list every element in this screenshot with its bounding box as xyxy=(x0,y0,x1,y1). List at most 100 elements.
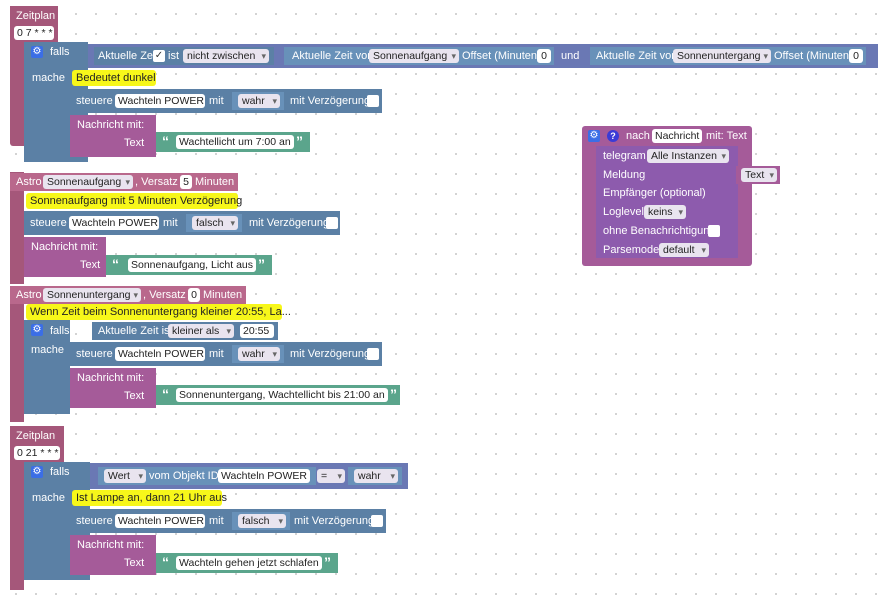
if-label: falls xyxy=(50,466,70,478)
unit-label: Minuten xyxy=(195,176,235,188)
if-label: falls xyxy=(50,46,70,58)
value-dropdown[interactable]: wahr xyxy=(238,347,280,361)
message-field-label: Meldung xyxy=(603,169,646,181)
message-block[interactable] xyxy=(70,368,156,408)
quote-icon: ” xyxy=(390,386,397,402)
recipient-label: Empfänger (optional) xyxy=(603,187,706,199)
checkbox[interactable]: ✓ xyxy=(153,50,165,62)
astro-label: Astro xyxy=(16,289,42,301)
do-label: mache xyxy=(32,72,66,84)
do-label: mache xyxy=(31,344,65,356)
offset2-label: Offset (Minuten) xyxy=(774,50,853,62)
gear-icon[interactable]: ⚙ xyxy=(31,46,43,58)
with-label: mit xyxy=(209,95,224,107)
delay-label: mit Verzögerung xyxy=(294,515,375,527)
with-text-label: mit: Text xyxy=(706,130,747,142)
text-input[interactable]: Sonnenuntergang, Wachtellicht bis 21:00 … xyxy=(176,388,388,402)
message-block[interactable] xyxy=(70,535,156,575)
is-label: ist xyxy=(168,50,179,62)
loglevel-label: Loglevel xyxy=(603,206,644,218)
from-label: vom Objekt ID xyxy=(149,470,219,482)
value-dropdown[interactable]: wahr xyxy=(238,94,280,108)
time-input[interactable]: 20:55 xyxy=(240,324,274,338)
control-label: steuere xyxy=(76,515,113,527)
object-id-field[interactable]: Wachteln POWER xyxy=(115,514,205,528)
if-label: falls xyxy=(50,325,70,337)
event-dropdown[interactable]: Sonnenaufgang xyxy=(43,175,133,189)
schedule-title: Zeitplan xyxy=(16,430,56,442)
silent-checkbox[interactable] xyxy=(708,225,720,237)
delay-checkbox[interactable] xyxy=(367,95,379,107)
with-label: mit xyxy=(209,515,224,527)
time-label: Aktuelle Zeit ist xyxy=(98,325,173,337)
object-id-field[interactable]: Wachteln POWER xyxy=(115,94,205,108)
offset-label: , Versatz xyxy=(135,176,178,188)
message-label: Nachricht mit: xyxy=(77,119,145,131)
attr-dropdown[interactable]: Wert xyxy=(104,469,146,483)
quote-icon: ” xyxy=(258,256,265,272)
offset-label: , Versatz xyxy=(143,289,186,301)
object-id-field[interactable]: Wachteln POWER xyxy=(218,469,310,483)
quote-icon: “ xyxy=(162,554,169,570)
delay-label: mit Verzögerung xyxy=(290,348,371,360)
delay-checkbox[interactable] xyxy=(326,217,338,229)
parsemode-label: Parsemode xyxy=(603,244,660,256)
operator-dropdown[interactable]: = xyxy=(317,469,345,483)
cron-field[interactable]: 0 21 * * * xyxy=(14,446,60,460)
message-block[interactable] xyxy=(70,115,156,157)
delay-checkbox[interactable] xyxy=(367,348,379,360)
sunset-dropdown[interactable]: Sonnenuntergang xyxy=(673,49,771,63)
offset-input[interactable]: 5 xyxy=(180,175,192,189)
loglevel-dropdown[interactable]: keins xyxy=(644,205,686,219)
comment-note[interactable]: Bedeutet dunkel xyxy=(72,70,156,86)
quote-icon: ” xyxy=(324,554,331,570)
control-label: steuere xyxy=(30,217,67,229)
text-label: Text xyxy=(80,259,101,271)
text-input[interactable]: Wachteln gehen jetzt schlafen xyxy=(176,556,322,570)
silent-label: ohne Benachrichtigung xyxy=(603,225,716,237)
instance-dropdown[interactable]: Alle Instanzen xyxy=(647,149,729,163)
astro-block-2[interactable] xyxy=(10,286,24,422)
object-id-field[interactable]: Wachteln POWER xyxy=(115,347,205,361)
offset-input[interactable]: 0 xyxy=(537,49,551,63)
comment-note[interactable]: Sonnenaufgang mit 5 Minuten Verzögerung xyxy=(26,193,242,209)
gear-icon[interactable]: ⚙ xyxy=(31,466,43,478)
schedule-block-2[interactable] xyxy=(10,426,24,590)
parsemode-dropdown[interactable]: default xyxy=(659,243,709,257)
sunrise-dropdown[interactable]: Sonnenaufgang xyxy=(369,49,459,63)
message-label: Nachricht mit: xyxy=(31,241,99,253)
schedule-title: Zeitplan xyxy=(16,10,56,22)
astro-block-1[interactable] xyxy=(10,172,24,284)
gear-icon[interactable]: ⚙ xyxy=(31,324,43,336)
comment-note[interactable]: Wenn Zeit beim Sonnenuntergang kleiner 2… xyxy=(26,304,291,320)
help-icon[interactable]: ? xyxy=(607,130,619,142)
cron-field[interactable]: 0 7 * * * xyxy=(14,26,54,40)
delay-checkbox[interactable] xyxy=(371,515,383,527)
telegram-block[interactable] xyxy=(596,146,738,258)
value-dropdown[interactable]: falsch xyxy=(192,216,238,230)
sunset-prefix: Aktuelle Zeit von xyxy=(596,50,678,62)
message-block[interactable] xyxy=(24,237,106,277)
operator-dropdown[interactable]: nicht zwischen xyxy=(183,49,269,63)
offset-label: Offset (Minuten) xyxy=(462,50,541,62)
operator-dropdown[interactable]: kleiner als xyxy=(168,324,234,338)
comment-note[interactable]: Ist Lampe an, dann 21 Uhr aus xyxy=(72,490,227,506)
offset-input[interactable]: 0 xyxy=(188,288,200,302)
do-label: mache xyxy=(32,492,66,504)
telegram-label: telegram xyxy=(603,150,646,162)
after-label: nach xyxy=(626,130,650,142)
offset2-input[interactable]: 0 xyxy=(849,49,863,63)
gear-icon[interactable]: ⚙ xyxy=(588,130,600,142)
control-label: steuere xyxy=(76,348,113,360)
quote-icon: “ xyxy=(162,386,169,402)
object-id-field[interactable]: Wachteln POWER xyxy=(69,216,159,230)
function-name-field[interactable]: Nachricht xyxy=(652,129,702,143)
event-dropdown[interactable]: Sonnenuntergang xyxy=(43,288,141,302)
message-label: Nachricht mit: xyxy=(77,372,145,384)
text-variable-dropdown[interactable]: Text xyxy=(741,168,777,182)
value-dropdown[interactable]: wahr xyxy=(354,469,398,483)
value-dropdown[interactable]: falsch xyxy=(238,514,286,528)
text-input[interactable]: Sonnenaufgang, Licht aus xyxy=(128,258,256,272)
text-input[interactable]: Wachtellicht um 7:00 an xyxy=(176,135,294,149)
delay-label: mit Verzögerung xyxy=(249,217,330,229)
